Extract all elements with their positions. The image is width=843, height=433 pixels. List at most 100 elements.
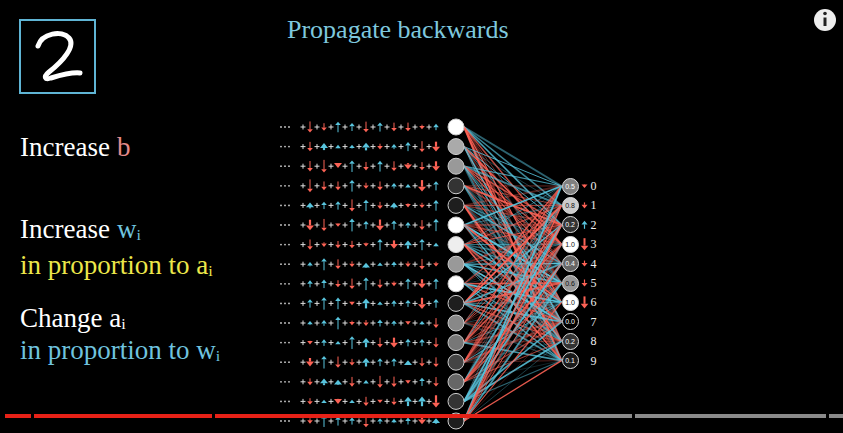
plus-sign: [413, 281, 418, 286]
arrow-shaft: [310, 418, 311, 420]
plus-sign: [385, 301, 390, 306]
arrow-head: [335, 284, 341, 287]
arrow-head: [335, 266, 341, 269]
plus-sign: [315, 379, 320, 384]
plus-sign: [357, 203, 362, 208]
arrow-head: [391, 283, 397, 286]
plus-sign: [399, 321, 404, 326]
arrow-shaft: [352, 164, 353, 172]
output-neuron: 0.28: [562, 333, 579, 350]
plus-sign: [329, 281, 334, 286]
arrow-head: [433, 344, 439, 347]
neuron: [448, 217, 464, 233]
plus-sign: [301, 262, 306, 267]
neuron-circle: [562, 236, 578, 252]
arrow-shaft: [436, 318, 437, 324]
arrow-shaft: [422, 203, 423, 205]
activation-value: 1.0: [565, 241, 575, 248]
activation-value: 0.1: [565, 357, 575, 364]
arrow-shaft: [338, 320, 339, 329]
arrow-shaft: [324, 359, 325, 368]
digit-label: 4: [591, 258, 597, 270]
ellipsis-dot: [288, 244, 290, 246]
arrow-shaft: [352, 377, 353, 383]
plus-sign: [371, 379, 376, 384]
arrow-shaft: [394, 123, 395, 128]
arrow-shaft: [380, 242, 381, 250]
plus-sign: [301, 379, 306, 384]
arrow-shaft: [394, 398, 395, 402]
ellipsis-dot: [284, 401, 286, 403]
plus-sign: [399, 419, 404, 424]
plus-sign: [427, 242, 432, 247]
arrow-shaft: [436, 203, 437, 210]
arrow-head: [307, 382, 313, 385]
plus-sign: [427, 340, 432, 345]
ellipsis-dot: [288, 205, 290, 207]
ellipsis-dot: [280, 263, 282, 265]
arrow-shaft: [338, 301, 339, 309]
arrow-head: [321, 228, 327, 231]
arrow-shaft: [352, 279, 353, 286]
arrow-head: [335, 317, 341, 320]
ellipsis-dot: [284, 381, 286, 383]
plus-sign: [301, 399, 306, 404]
plus-sign: [371, 340, 376, 345]
neuron: [448, 354, 464, 370]
weight-line: [464, 225, 562, 421]
arrow-shaft: [365, 363, 367, 367]
arrow-shaft: [310, 179, 311, 188]
neuron-circle: [562, 178, 578, 194]
plus-sign: [357, 183, 362, 188]
arrow-shaft: [421, 298, 423, 304]
arrow-shaft: [324, 205, 325, 209]
plus-sign: [385, 399, 390, 404]
plus-sign: [371, 183, 376, 188]
plus-sign: [315, 262, 320, 267]
ellipsis-dot: [284, 224, 286, 226]
arrow-shaft: [380, 164, 381, 171]
neuron-circle: [562, 353, 578, 369]
ellipsis-dot: [288, 401, 290, 403]
plus-sign: [399, 360, 404, 365]
info-icon: [814, 9, 836, 31]
plus-sign: [343, 301, 348, 306]
output-neuron: 1.06: [562, 294, 579, 311]
plus-sign: [301, 164, 306, 169]
plus-sign: [357, 223, 362, 228]
plus-sign: [343, 281, 348, 286]
output-nudges: [581, 184, 589, 308]
arrow-head: [405, 222, 411, 225]
arrow-shaft: [584, 296, 586, 303]
plus-sign: [371, 419, 376, 424]
plus-sign: [427, 144, 432, 149]
plus-sign: [329, 379, 334, 384]
arrow-shaft: [352, 359, 353, 362]
arrow-shaft: [379, 220, 381, 226]
plus-sign: [357, 262, 362, 267]
arrow-head: [391, 358, 397, 361]
arrow-head: [404, 360, 412, 365]
arrow-head: [418, 304, 426, 309]
neuron: [448, 315, 464, 331]
neuron: [448, 139, 464, 155]
ellipsis-dot: [284, 303, 286, 305]
arrow-shaft: [324, 323, 325, 325]
arrow-head: [306, 202, 314, 207]
digit-label: 2: [591, 219, 597, 231]
plus-sign: [315, 419, 320, 424]
ellipsis-dot: [284, 342, 286, 344]
arrow-head: [405, 300, 411, 303]
arrow-head: [335, 298, 341, 301]
arrow-head: [432, 418, 440, 423]
arrow-head: [419, 321, 425, 324]
arrow-head: [433, 219, 439, 222]
arrow-shaft: [422, 259, 423, 266]
arrow-head: [349, 400, 355, 403]
ellipsis-dot: [284, 185, 286, 187]
arrow-shaft: [408, 123, 409, 128]
plus-sign: [371, 125, 376, 130]
arrow-head: [404, 164, 412, 169]
ellipsis-dot: [288, 303, 290, 305]
plus-sign: [329, 262, 334, 267]
